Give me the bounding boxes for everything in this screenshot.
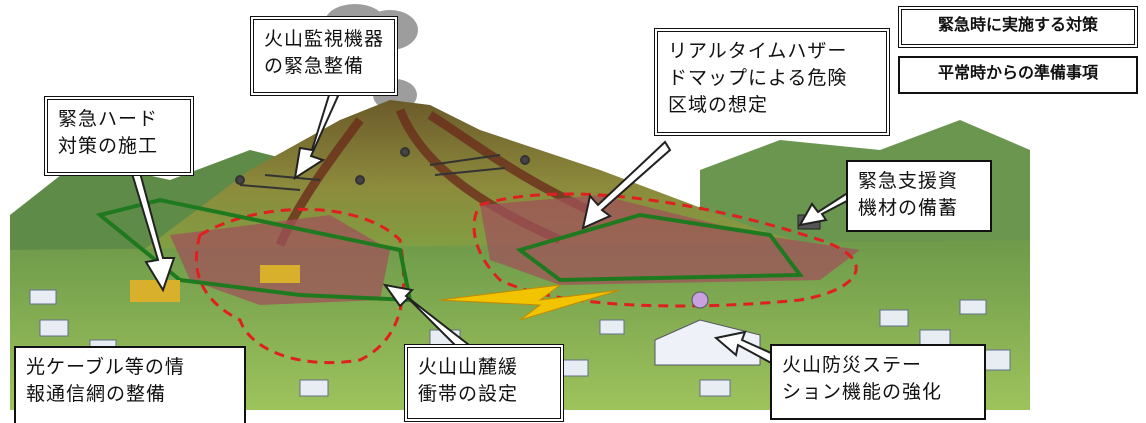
label-line: 火山防災ステー (782, 354, 923, 376)
label-emergency-hard-works: 緊急ハード 対策の施工 (44, 96, 194, 176)
monitoring-stations (235, 147, 530, 191)
arrow-hazard-map (581, 140, 672, 230)
label-line: 火山監視機器 (264, 28, 385, 50)
label-line: ション機能の強化 (782, 381, 943, 403)
legend-normal-preparation: 平常時からの準備事項 (898, 56, 1138, 94)
label-realtime-hazard-map: リアルタイムハザー ドマップによる危険 区域の想定 (654, 28, 890, 136)
label-line: の緊急整備 (264, 55, 365, 77)
label-line: 衝帯の設定 (418, 383, 519, 405)
label-optical-cable: 光ケーブル等の情 報通信網の整備 (14, 346, 246, 423)
label-line: 火山山麓緩 (418, 356, 519, 378)
label-line: 光ケーブル等の情 (26, 356, 185, 378)
label-volcano-monitoring: 火山監視機器 の緊急整備 (250, 16, 398, 96)
arrow-buffer-zone (382, 283, 480, 362)
label-line: 機材の備蓄 (858, 197, 959, 219)
label-line: ドマップによる危険 (668, 67, 848, 89)
label-line: 区域の想定 (668, 94, 769, 116)
lightning-symbol (439, 284, 621, 321)
dashed-boundaries (194, 192, 858, 365)
label-line: 対策の施工 (58, 135, 159, 157)
legend-emergency-measures: 緊急時に実施する対策 (898, 6, 1138, 48)
label-line: 報通信網の整備 (26, 383, 167, 405)
label-disaster-station: 火山防災ステー ション機能の強化 (770, 344, 986, 420)
legend-normal-text: 平常時からの準備事項 (937, 63, 1098, 82)
arrow-monitoring (293, 90, 340, 181)
label-emergency-equipment: 緊急支援資 機材の備蓄 (846, 160, 992, 232)
label-buffer-zone: 火山山麓緩 衝帯の設定 (404, 344, 564, 422)
legend-emergency-text: 緊急時に実施する対策 (937, 15, 1098, 34)
label-line: 緊急ハード (58, 108, 159, 130)
label-line: 緊急支援資 (858, 170, 959, 192)
label-line: リアルタイムハザー (668, 40, 848, 62)
construction-site (130, 265, 300, 302)
